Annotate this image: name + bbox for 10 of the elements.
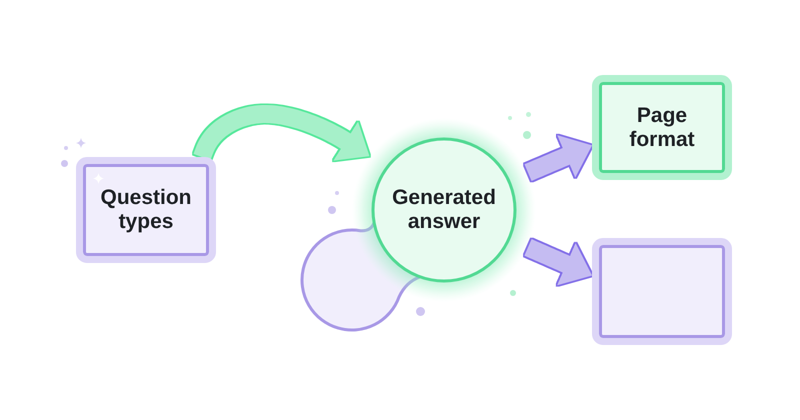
node-label: Question types bbox=[99, 186, 192, 234]
arrow bbox=[194, 105, 370, 164]
node-label: Page format bbox=[628, 104, 696, 152]
node-label: Generated answer bbox=[391, 186, 497, 234]
process-circle bbox=[352, 118, 536, 302]
process-box bbox=[76, 157, 216, 263]
arrow bbox=[522, 239, 592, 286]
process-box bbox=[592, 238, 732, 345]
arrow bbox=[522, 135, 592, 181]
process-box bbox=[592, 75, 732, 180]
